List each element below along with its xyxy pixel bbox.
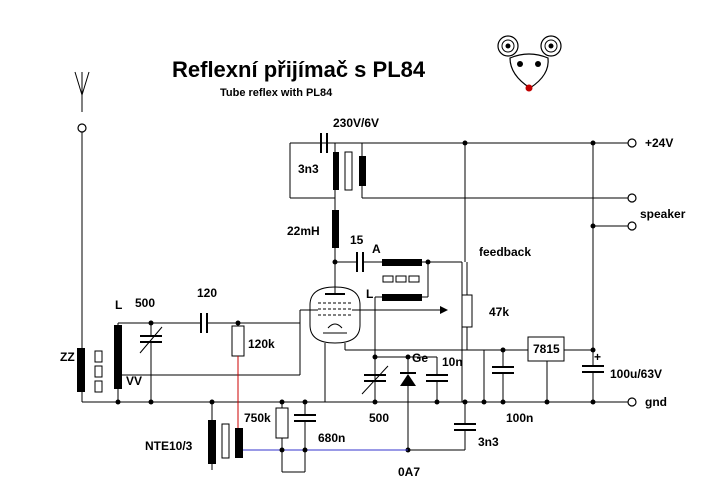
c-3n3-bottom-label: 3n3 — [478, 435, 499, 449]
nte-label: NTE10/3 — [145, 439, 193, 453]
transformer-secondary — [359, 156, 366, 186]
speaker-terminal-1 — [627, 193, 637, 203]
transformer-primary — [333, 152, 339, 190]
transformer-core — [344, 151, 353, 191]
c-15-label: 15 — [350, 233, 364, 247]
antenna-icon — [74, 71, 90, 112]
plus-sign-label: + — [594, 350, 601, 364]
diode-0a7-label: 0A7 — [398, 465, 420, 479]
res-750k-label: 750k — [244, 411, 271, 425]
resistor-120k — [231, 325, 245, 357]
coil-a — [382, 259, 422, 266]
speaker-label: speaker — [640, 207, 686, 221]
schematic-subtitle: Tube reflex with PL84 — [220, 87, 333, 99]
ge-label: Ge — [412, 351, 428, 365]
speaker-terminal-2 — [627, 221, 637, 231]
pot-47k-label: 47k — [489, 305, 509, 319]
plus24-label: +24V — [645, 136, 673, 150]
c-3n3-top-label: 3n3 — [298, 162, 319, 176]
choke-22mh — [332, 210, 339, 248]
resistor-750k — [275, 407, 289, 439]
pot-47k — [461, 294, 473, 328]
gnd-terminal — [627, 397, 637, 407]
regulator-7815 — [527, 336, 565, 362]
feedback-label: feedback — [479, 245, 531, 259]
coil-l-left — [114, 325, 122, 389]
nte-primary — [208, 420, 216, 464]
vv-label: VV — [126, 374, 142, 388]
tube-pl84 — [309, 286, 361, 344]
coil-l-right — [382, 294, 422, 301]
plus24-terminal — [627, 138, 637, 148]
mouse-logo-icon — [497, 35, 562, 92]
c-500-mid-label: 500 — [369, 411, 389, 425]
reg-7815-label: 7815 — [533, 342, 560, 356]
coil-l-left-label: L — [115, 298, 122, 312]
ferrite-rod — [77, 348, 85, 392]
c-100n-label: 100n — [506, 411, 533, 425]
schematic-title: Reflexní přijímač s PL84 — [172, 57, 426, 82]
gnd-label: gnd — [645, 395, 667, 409]
c-100u-label: 100u/63V — [610, 367, 662, 381]
mouse-nose-icon — [525, 84, 533, 92]
res-120k-label: 120k — [248, 337, 275, 351]
antenna-terminal — [77, 123, 87, 133]
ferrite-label: ZZ — [60, 350, 75, 364]
nte-secondary — [235, 428, 243, 458]
coil-l-right-label: L — [366, 287, 373, 301]
c-500-left-label: 500 — [135, 296, 155, 310]
ge-diode-icon — [400, 374, 416, 386]
c-680n-label: 680n — [318, 431, 345, 445]
c-120-label: 120 — [197, 286, 217, 300]
coil-a-label: A — [372, 242, 381, 256]
c-10n-label: 10n — [442, 355, 463, 369]
choke-label: 22mH — [287, 224, 320, 238]
transformer-label: 230V/6V — [333, 116, 379, 130]
